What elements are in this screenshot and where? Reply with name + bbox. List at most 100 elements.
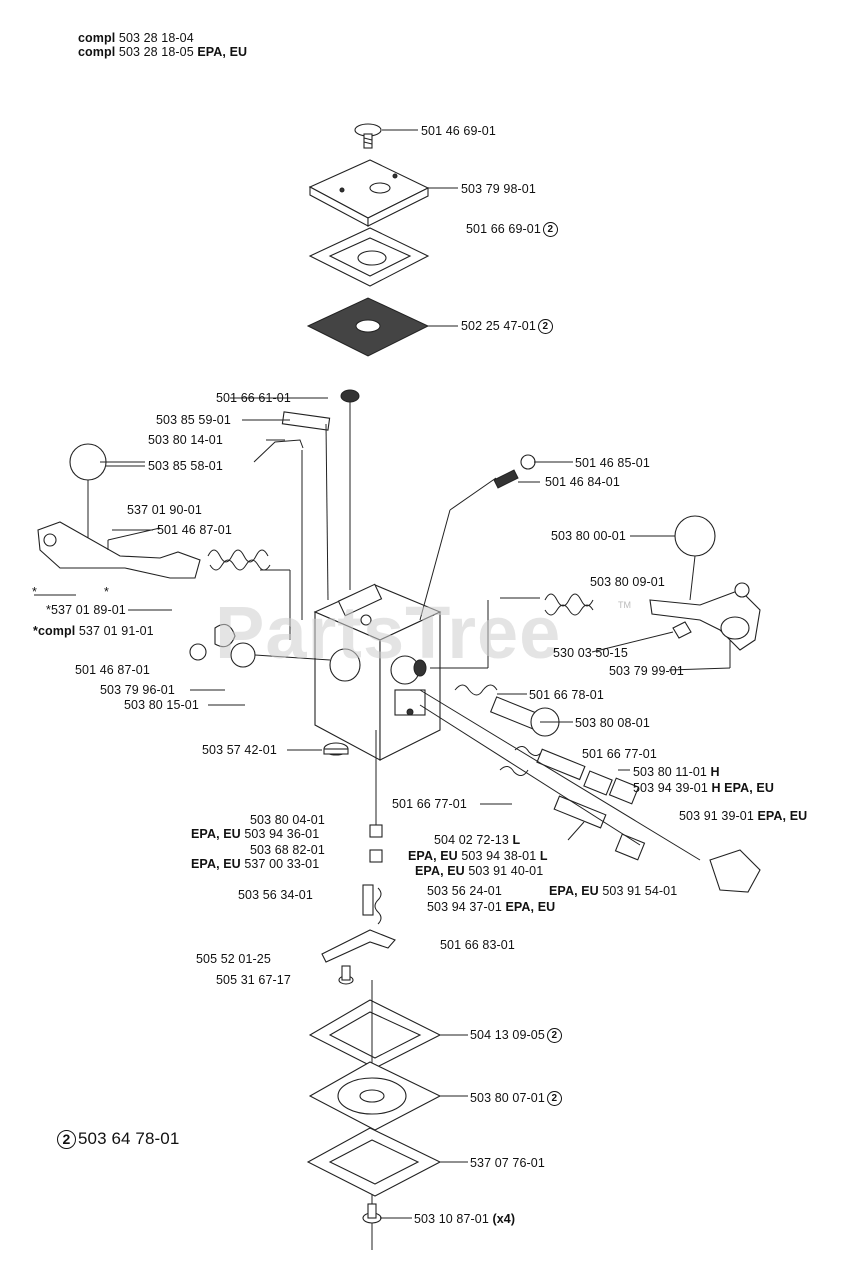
part-number: 504 13 09-05 bbox=[470, 1028, 545, 1042]
part-label-suffix: 503 94 37-01 EPA, EU bbox=[427, 900, 555, 914]
part-label: 503 56 34-01 bbox=[238, 888, 313, 902]
watermark-trademark: TM bbox=[618, 600, 631, 610]
watermark: PartsTree bbox=[215, 591, 562, 674]
pump-cover bbox=[308, 159, 458, 227]
part-label-suffix: 503 80 11-01 H bbox=[633, 765, 720, 779]
kit-marker-icon: 2 bbox=[57, 1130, 76, 1150]
part-label-suffix: 503 91 39-01 EPA, EU bbox=[679, 809, 807, 823]
part-label: 505 31 67-17 bbox=[216, 973, 291, 987]
part-label: 501 66 78-01 bbox=[529, 688, 604, 702]
part-label: 501 66 61-01 bbox=[216, 391, 291, 405]
part-suffix: L bbox=[512, 833, 521, 847]
part-number: 501 66 69-01 bbox=[466, 222, 541, 236]
inlet-needle-seat bbox=[493, 454, 536, 489]
part-label: 503 57 42-01 bbox=[202, 743, 277, 757]
part-suffix: EPA, EU bbox=[757, 809, 808, 823]
part-number: 537 01 91-01 bbox=[78, 624, 154, 638]
part-number: 502 25 47-01 bbox=[461, 319, 536, 333]
part-label: 503 85 58-01 bbox=[148, 459, 223, 473]
part-label: 501 46 84-01 bbox=[545, 475, 620, 489]
choke-lever-left bbox=[37, 521, 201, 579]
compl-prefix: *compl bbox=[33, 624, 76, 638]
part-label: 503 80 04-01 bbox=[250, 813, 325, 827]
throttle-shaft-parts bbox=[189, 623, 331, 668]
choke-valve-left bbox=[69, 443, 145, 560]
part-number: 503 94 36-01 bbox=[244, 827, 320, 841]
compl-prefix-2: compl bbox=[78, 45, 116, 59]
asterisk-note: * bbox=[32, 585, 37, 599]
part-number: 503 91 40-01 bbox=[468, 864, 544, 878]
pump-diaphragm bbox=[306, 297, 458, 357]
pump-gasket bbox=[308, 227, 430, 287]
part-label: 501 46 85-01 bbox=[575, 456, 650, 470]
part-number: 504 02 72-13 bbox=[434, 833, 509, 847]
inlet-needle bbox=[369, 730, 383, 863]
part-suffix: L bbox=[539, 849, 548, 863]
choke-spring-right bbox=[430, 593, 594, 669]
part-label-prefix: EPA, EU 537 00 33-01 bbox=[191, 857, 319, 871]
part-label-prefix: EPA, EU 503 91 40-01 bbox=[415, 864, 543, 878]
choke-spring-left bbox=[207, 549, 291, 640]
kit-marker-icon: 2 bbox=[546, 1028, 562, 1044]
part-label: 503 80 09-01 bbox=[590, 575, 665, 589]
part-label: 501 66 77-01 bbox=[582, 747, 657, 761]
bottom-diaphragm bbox=[308, 1061, 468, 1131]
part-label-suffix: 503 10 87-01 (x4) bbox=[414, 1212, 515, 1226]
part-label: 503 68 82-01 bbox=[250, 843, 325, 857]
part-prefix: EPA, EU bbox=[415, 864, 465, 878]
choke-valve-right bbox=[674, 515, 716, 601]
choke-lever-right bbox=[649, 582, 761, 668]
top-screw bbox=[354, 123, 418, 149]
part-label: 503 80 00-01 bbox=[551, 529, 626, 543]
part-label: 503 56 24-01 bbox=[427, 884, 502, 898]
part-prefix: EPA, EU bbox=[191, 827, 241, 841]
lever-screw bbox=[338, 965, 354, 985]
part-label-prefix: EPA, EU 503 94 36-01 bbox=[191, 827, 319, 841]
assembly-part-number-1: 503 28 18-04 bbox=[118, 31, 194, 45]
compl-prefix-1: compl bbox=[78, 31, 116, 45]
part-label: 503 79 96-01 bbox=[100, 683, 175, 697]
part-suffix: (x4) bbox=[492, 1212, 516, 1226]
pin bbox=[281, 411, 331, 601]
bottom-cover bbox=[306, 1127, 468, 1197]
filter-screen bbox=[340, 389, 360, 590]
part-label: 537 07 76-01 bbox=[470, 1156, 545, 1170]
part-label: 501 46 87-01 bbox=[157, 523, 232, 537]
part-label: 501 66 83-01 bbox=[440, 938, 515, 952]
part-prefix: EPA, EU bbox=[191, 857, 241, 871]
part-label-prefix-suffix: EPA, EU 503 94 38-01 L bbox=[408, 849, 548, 863]
part-number: 503 94 37-01 bbox=[427, 900, 502, 914]
part-suffix: EPA, EU bbox=[505, 900, 556, 914]
part-label: 503 80 14-01 bbox=[148, 433, 223, 447]
leader-lines bbox=[34, 397, 731, 841]
part-number: 503 80 11-01 bbox=[633, 765, 707, 779]
kit-marker-icon: 2 bbox=[537, 319, 553, 335]
part-label-compl: *compl 537 01 91-01 bbox=[33, 624, 154, 638]
part-label: 503 85 59-01 bbox=[156, 413, 231, 427]
assembly-part-number-2: 503 28 18-05 bbox=[118, 45, 194, 59]
part-number: 503 94 39-01 bbox=[633, 781, 708, 795]
part-number: 503 10 87-01 bbox=[414, 1212, 489, 1226]
part-prefix: EPA, EU bbox=[549, 884, 599, 898]
kit-number: 503 64 78-01 bbox=[78, 1129, 180, 1148]
part-number: 503 80 07-01 bbox=[470, 1091, 545, 1105]
assembly-suffix-2: EPA, EU bbox=[197, 45, 248, 59]
part-number: 503 91 54-01 bbox=[602, 884, 678, 898]
part-label: 530 03 50-15 bbox=[553, 646, 628, 660]
asterisk-note: * bbox=[104, 585, 109, 599]
part-label: 537 01 90-01 bbox=[127, 503, 202, 517]
part-label-suffix: 503 94 39-01 H EPA, EU bbox=[633, 781, 774, 795]
part-suffix: H EPA, EU bbox=[711, 781, 774, 795]
assembly-number-2: compl 503 28 18-05 EPA, EU bbox=[78, 45, 247, 59]
adjust-screws bbox=[419, 684, 761, 893]
carburetor-body bbox=[313, 477, 497, 761]
part-label: 503 79 99-01 bbox=[609, 664, 684, 678]
assembly-number-1: compl 503 28 18-04 bbox=[78, 31, 194, 45]
part-number: 503 91 39-01 bbox=[679, 809, 754, 823]
